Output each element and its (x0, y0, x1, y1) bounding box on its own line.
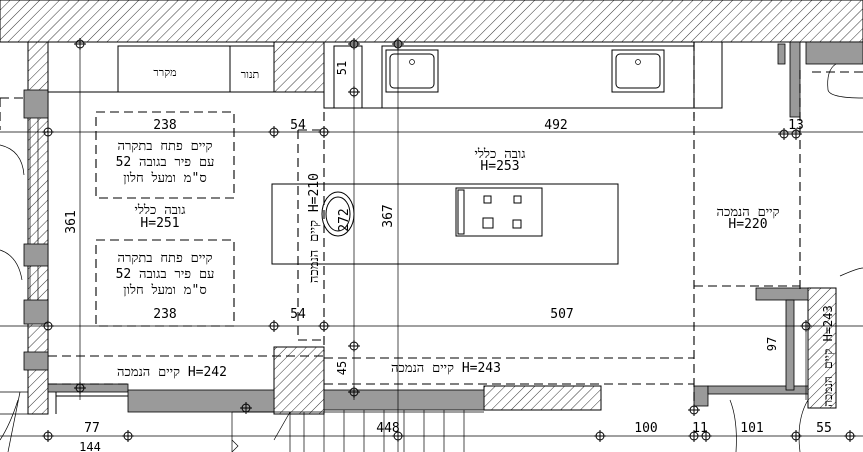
dim-272: 272 (337, 208, 352, 231)
dim-54-bottom: 54 (290, 307, 306, 322)
note-top-line-3: ס"מ ומעל חלון (123, 171, 206, 186)
left-wall-columns (0, 89, 49, 441)
note-bottom-line-3: ס"מ ומעל חלון (123, 283, 206, 298)
kitchen-island (271, 183, 619, 265)
note-bottom-line-1: קיים פתח בתקרה (118, 251, 213, 266)
stairs (231, 410, 484, 452)
lowered-left-label: קיים הנמכה H=242 (117, 365, 227, 380)
note-bottom-line-2: עם פיר בגובה 52 (116, 267, 215, 282)
note-top-line-2: עם פיר בגובה 52 (116, 155, 215, 170)
dim-367: 367 (381, 204, 396, 227)
kitchen-counter-top (47, 41, 723, 118)
dim-492: 492 (544, 118, 567, 133)
dim-100: 100 (634, 421, 657, 436)
lowered-center-label: קיים הנמכה H=243 (391, 361, 501, 376)
wall-bottom (0, 287, 809, 452)
lowered-right-label: קיים הנמכה (717, 205, 780, 220)
dim-238-bottom: 238 (153, 307, 176, 322)
dim-144: 144 (79, 440, 101, 452)
height-left-value: H=251 (140, 216, 179, 231)
height-mid-value: H=253 (480, 159, 519, 174)
fridge-label: מקרר (153, 66, 176, 79)
dimension-markers (42, 38, 856, 452)
dim-13: 13 (788, 118, 804, 133)
dimension-lines (0, 42, 863, 452)
dim-361: 361 (64, 210, 79, 233)
labels: מקרר תנור 51 238 54 492 13 קיים פתח בתקר… (64, 61, 835, 452)
dim-238-top: 238 (153, 118, 176, 133)
oven-label: תנור (241, 68, 260, 81)
dim-45: 45 (335, 361, 349, 375)
dim-54-top: 54 (290, 118, 306, 133)
note-top-line-1: קיים פתח בתקרה (118, 139, 213, 154)
dim-507: 507 (550, 307, 573, 322)
height-left-label: גובה כללי (134, 203, 185, 218)
dim-101: 101 (740, 421, 763, 436)
dim-11: 11 (692, 421, 708, 436)
dim-97: 97 (765, 337, 779, 351)
ceiling-dashed-lines (0, 42, 863, 408)
lowered-right-value: H=220 (728, 217, 767, 232)
lowered-far-right-label: קיים הנמכה H=243 (821, 305, 835, 406)
dim-77: 77 (84, 421, 100, 436)
dim-51: 51 (335, 61, 349, 75)
dim-448: 448 (376, 421, 399, 436)
dim-55: 55 (816, 421, 832, 436)
lowered-vertical-label: קיים הנמכה H=210 (307, 173, 322, 283)
height-mid-label: גובה כללי (474, 147, 525, 162)
